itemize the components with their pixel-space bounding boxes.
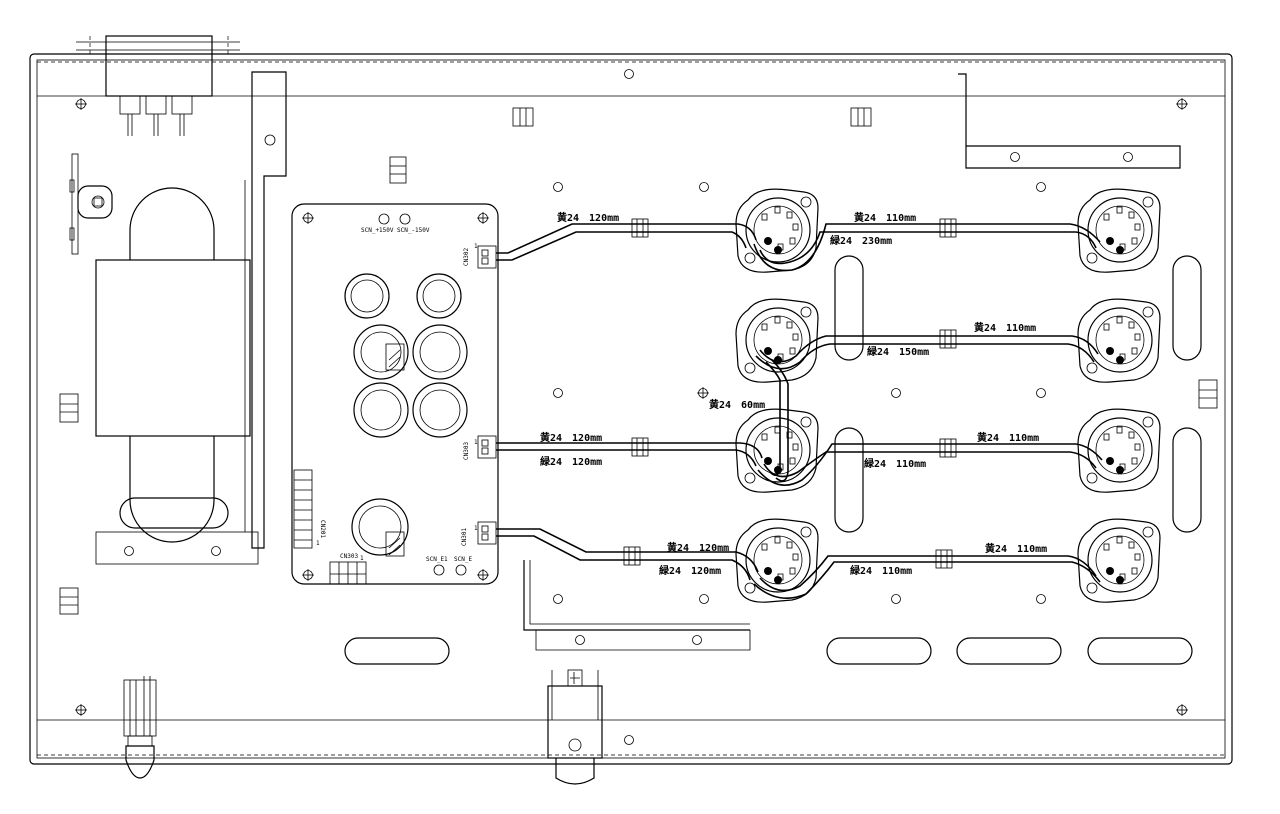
bracket-left [251, 71, 287, 549]
tube-socket-1 [735, 188, 819, 273]
wire-label: 緑24 120mm [659, 564, 721, 577]
cn201-label: CN201 [319, 520, 326, 538]
tube-socket-4 [1077, 298, 1161, 383]
tube-socket-2 [1077, 188, 1161, 273]
wire-label: 黄24 120mm [667, 541, 729, 554]
bottom-fuse-holder [547, 669, 603, 785]
wire-label: 緑24 120mm [540, 455, 602, 468]
bracket-right [958, 73, 1181, 169]
tube-socket-5 [735, 408, 819, 493]
bracket-bottom [523, 560, 750, 631]
cn302-label: CN302 [463, 248, 470, 266]
cn303-bottom-label: CN303 [340, 553, 358, 560]
power-transformer [95, 180, 259, 565]
cn303-pin1-label: 1 [474, 439, 478, 446]
chassis-outline [29, 53, 1233, 765]
wire-label: 黄24 120mm [557, 211, 619, 224]
wire-label: 黄24 110mm [985, 542, 1047, 555]
tp-e1-label: SCN_E1 [426, 556, 448, 563]
wire-label: 緑24 110mm [864, 457, 926, 470]
wire-label: 緑24 110mm [850, 564, 912, 577]
tp-plus-150v-label: SCN_+150V [361, 227, 394, 234]
cn201-pin1-label: 1 [316, 540, 320, 547]
tube-socket-3 [735, 298, 819, 383]
cn301-pin1-label: 1 [474, 525, 478, 532]
wire-label: 緑24 150mm [867, 345, 929, 358]
transformer-mount-lug [69, 153, 113, 255]
cn303-label: CN303 [463, 442, 470, 460]
cn303-pin1-label: 1 [360, 555, 364, 562]
ac-inlet [76, 35, 240, 136]
wire-label: 黄24 110mm [977, 431, 1039, 444]
tube-socket-8 [1077, 518, 1161, 603]
bottom-left-jack [123, 676, 157, 779]
tp-e-label: SCN_E [454, 556, 472, 563]
cn302-pin1-label: 1 [474, 243, 478, 250]
tp-minus-150v-label: SCN_-150V [397, 227, 430, 234]
wire-label: 黄24 110mm [974, 321, 1036, 334]
wire-label: 黄24 110mm [854, 211, 916, 224]
wire-label: 緑24 230mm [830, 234, 892, 247]
tube-socket-6 [1077, 408, 1161, 493]
pcb-board [291, 203, 499, 585]
cn301-label: CN301 [461, 528, 468, 546]
wire-label: 黄24 120mm [540, 431, 602, 444]
wire-label: 黄24 60mm [709, 398, 765, 411]
